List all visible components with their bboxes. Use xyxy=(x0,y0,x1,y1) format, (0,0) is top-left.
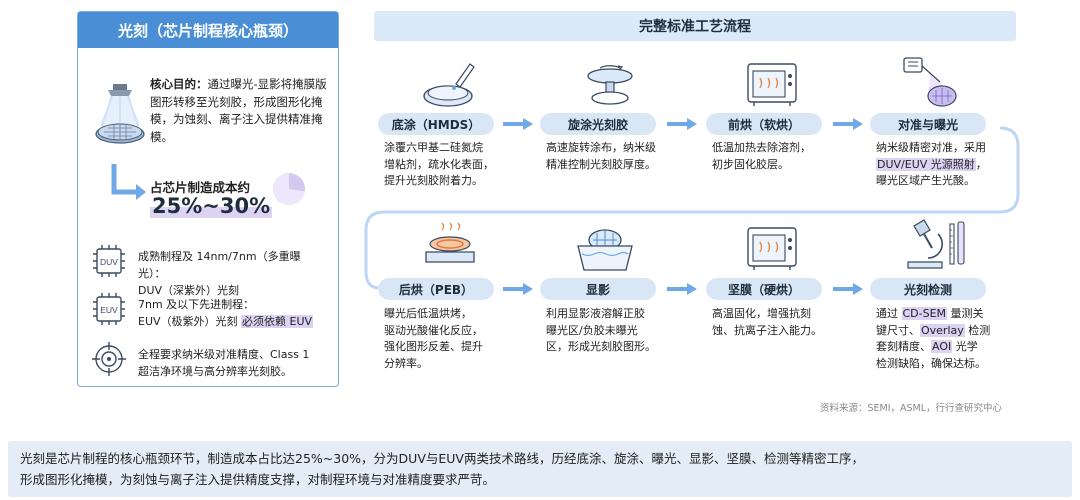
step-description-line: 分辨率。 xyxy=(384,356,428,370)
step-description-line: 蚀、抗离子注入能力。 xyxy=(712,323,822,337)
step-description: 高温固化，增强抗刻蚀、抗离子注入能力。 xyxy=(712,306,838,339)
step-description-line: 套刻精度、AOI 光学 xyxy=(876,340,978,353)
caption-line1: 光刻是芯片制程的核心瓶颈环节，制造成本占比达25%~30%，分为DUV与EUV两… xyxy=(20,451,864,466)
cost-value: 25%~30% xyxy=(150,194,273,218)
exposure-wafer-icon xyxy=(95,84,145,144)
step-label: 旋涂光刻胶 xyxy=(540,113,656,135)
target-icon xyxy=(92,342,126,376)
step-description-line: 键尺寸、Overlay 检测 xyxy=(876,323,991,337)
step-description: 纳米级精密对准，采用 DUV/EUV 光源照射， 曝光区域产生光酸。 xyxy=(876,140,1002,190)
overview-panel: 光刻（芯片制程核心瓶颈） 核心目的：通过曝光-显影将掩膜版图形转移至光刻胶，形成… xyxy=(77,11,339,387)
step-label: 坚膜（硬烘） xyxy=(706,278,822,300)
step-description-line: 区，形成光刻胶图形。 xyxy=(546,340,656,353)
purpose-text: 核心目的：通过曝光-显影将掩膜版图形转移至光刻胶，形成图形化掩模，为蚀刻、离子注… xyxy=(150,76,330,146)
duv-chip-icon: DUV xyxy=(93,245,125,277)
step-description-line: 利用显影液溶解正胶 xyxy=(546,307,645,320)
cost-arrow-icon xyxy=(111,164,146,200)
inspection-microscope-icon xyxy=(907,219,965,269)
step-description-line: 驱动光酸催化反应， xyxy=(384,323,483,337)
step-description: 利用显影液溶解正胶曝光区/负胶未曝光区，形成光刻胶图形。 xyxy=(546,306,672,356)
step-label: 对准与曝光 xyxy=(870,113,986,135)
step-description-line: 曝光区/负胶未曝光 xyxy=(546,323,638,337)
step-label: 底涂（HMDS） xyxy=(378,113,494,135)
step-description-line: 增粘剂，疏水化表面， xyxy=(384,157,494,171)
spec-duv-line2: DUV（深紫外）光刻 xyxy=(138,284,240,297)
step-description-line: 检测缺陷，确保达标。 xyxy=(876,356,986,370)
source-note: 资料来源：SEMI，ASML，行行查研究中心 xyxy=(820,403,1003,414)
purpose-body: 通过曝光-显影将掩膜版图形转移至光刻胶，形成图形化掩模，为蚀刻、离子注入提供精准… xyxy=(150,77,327,144)
spec-euv-line1: 7nm 及以下先进制程： xyxy=(138,298,255,311)
euv-chip-icon: EUV xyxy=(93,293,125,325)
flow-connector xyxy=(364,126,1020,290)
spec-precision-line2: 超洁净环境与高分辨率光刻胶。 xyxy=(138,365,292,378)
developer-tank-icon xyxy=(577,229,633,271)
cost-label: 占芯片制造成本约 xyxy=(150,180,251,195)
euv-chip-text: EUV xyxy=(100,305,118,315)
step-description-line: DUV/EUV 光源照射， xyxy=(876,157,987,171)
spec-duv-line1: 成熟制程及 14nm/7nm（多重曝光）： xyxy=(138,250,301,280)
euv-highlight: 必须依赖 EUV xyxy=(241,315,314,328)
flow-title: 完整标准工艺流程 xyxy=(374,11,1016,41)
step-label: 光刻检测 xyxy=(870,278,986,300)
cost-pie-icon xyxy=(273,173,305,205)
summary-caption: 光刻是芯片制程的核心瓶颈环节，制造成本占比达25%~30%，分为DUV与EUV两… xyxy=(8,441,1072,497)
step-description-line: 强化图形反差、提升 xyxy=(384,340,483,353)
step-description-line: 低温加热去除溶剂， xyxy=(712,141,811,154)
flow-arrow-icon xyxy=(503,118,533,130)
panel-title: 光刻（芯片制程核心瓶颈） xyxy=(78,12,338,48)
step-description-line: 高速旋转涂布，纳米级 xyxy=(546,141,656,154)
step-description-line: 高温固化，增强抗刻 xyxy=(712,307,811,320)
step-description-line: 初步固化胶层。 xyxy=(712,157,789,171)
hard-bake-oven-icon xyxy=(747,227,797,270)
step-description-line: 曝光区域产生光酸。 xyxy=(876,174,975,187)
flow-arrow-icon xyxy=(667,118,697,130)
step-description: 曝光后低温烘烤， 驱动光酸催化反应， 强化图形反差、提升分辨率。 xyxy=(384,306,510,372)
flow-arrow-icon xyxy=(503,283,533,295)
caption-line2: 形成图形化掩模，为刻蚀与离子注入提供精度支撑，对制程环境与对准精度要求严苛。 xyxy=(20,472,496,487)
spec-euv-line2: EUV（极紫外）光刻 xyxy=(138,315,238,328)
purpose-title: 核心目的： xyxy=(150,77,208,91)
step-description-line: 通过 CD-SEM 量测关 xyxy=(876,307,984,320)
step-description-line: 涂覆六甲基二硅氮烷 xyxy=(384,141,483,154)
step-description-line: 曝光后低温烘烤， xyxy=(384,307,472,320)
spec-precision-line1: 全程要求纳米级对准精度、Class 1 xyxy=(138,348,310,361)
flow-arrow-icon xyxy=(667,283,697,295)
flow-arrow-icon xyxy=(833,118,863,130)
step-description-line: 提升光刻胶附着力。 xyxy=(384,174,483,187)
flow-arrow-icon xyxy=(833,283,863,295)
step-description: 涂覆六甲基二硅氮烷增粘剂，疏水化表面， 提升光刻胶附着力。 xyxy=(384,140,510,190)
hotplate-icon xyxy=(425,222,475,263)
oven-icon xyxy=(747,63,797,106)
spin-coater-icon xyxy=(587,65,633,105)
step-label: 后烘（PEB） xyxy=(378,278,494,300)
step-description: 高速旋转涂布，纳米级精准控制光刻胶厚度。 xyxy=(546,140,672,173)
step-label: 显影 xyxy=(540,278,656,300)
duv-chip-text: DUV xyxy=(100,257,118,267)
step-description: 低温加热去除溶剂， 初步固化胶层。 xyxy=(712,140,838,173)
step-description-line: 纳米级精密对准，采用 xyxy=(876,141,986,154)
step-label: 前烘（软烘） xyxy=(706,113,822,135)
step-description: 通过 CD-SEM 量测关键尺寸、Overlay 检测套刻精度、AOI 光学检测… xyxy=(876,306,1002,372)
step-description-line: 精准控制光刻胶厚度。 xyxy=(546,157,656,171)
exposure-icon xyxy=(903,57,957,107)
hmds-petri-icon xyxy=(423,63,475,107)
